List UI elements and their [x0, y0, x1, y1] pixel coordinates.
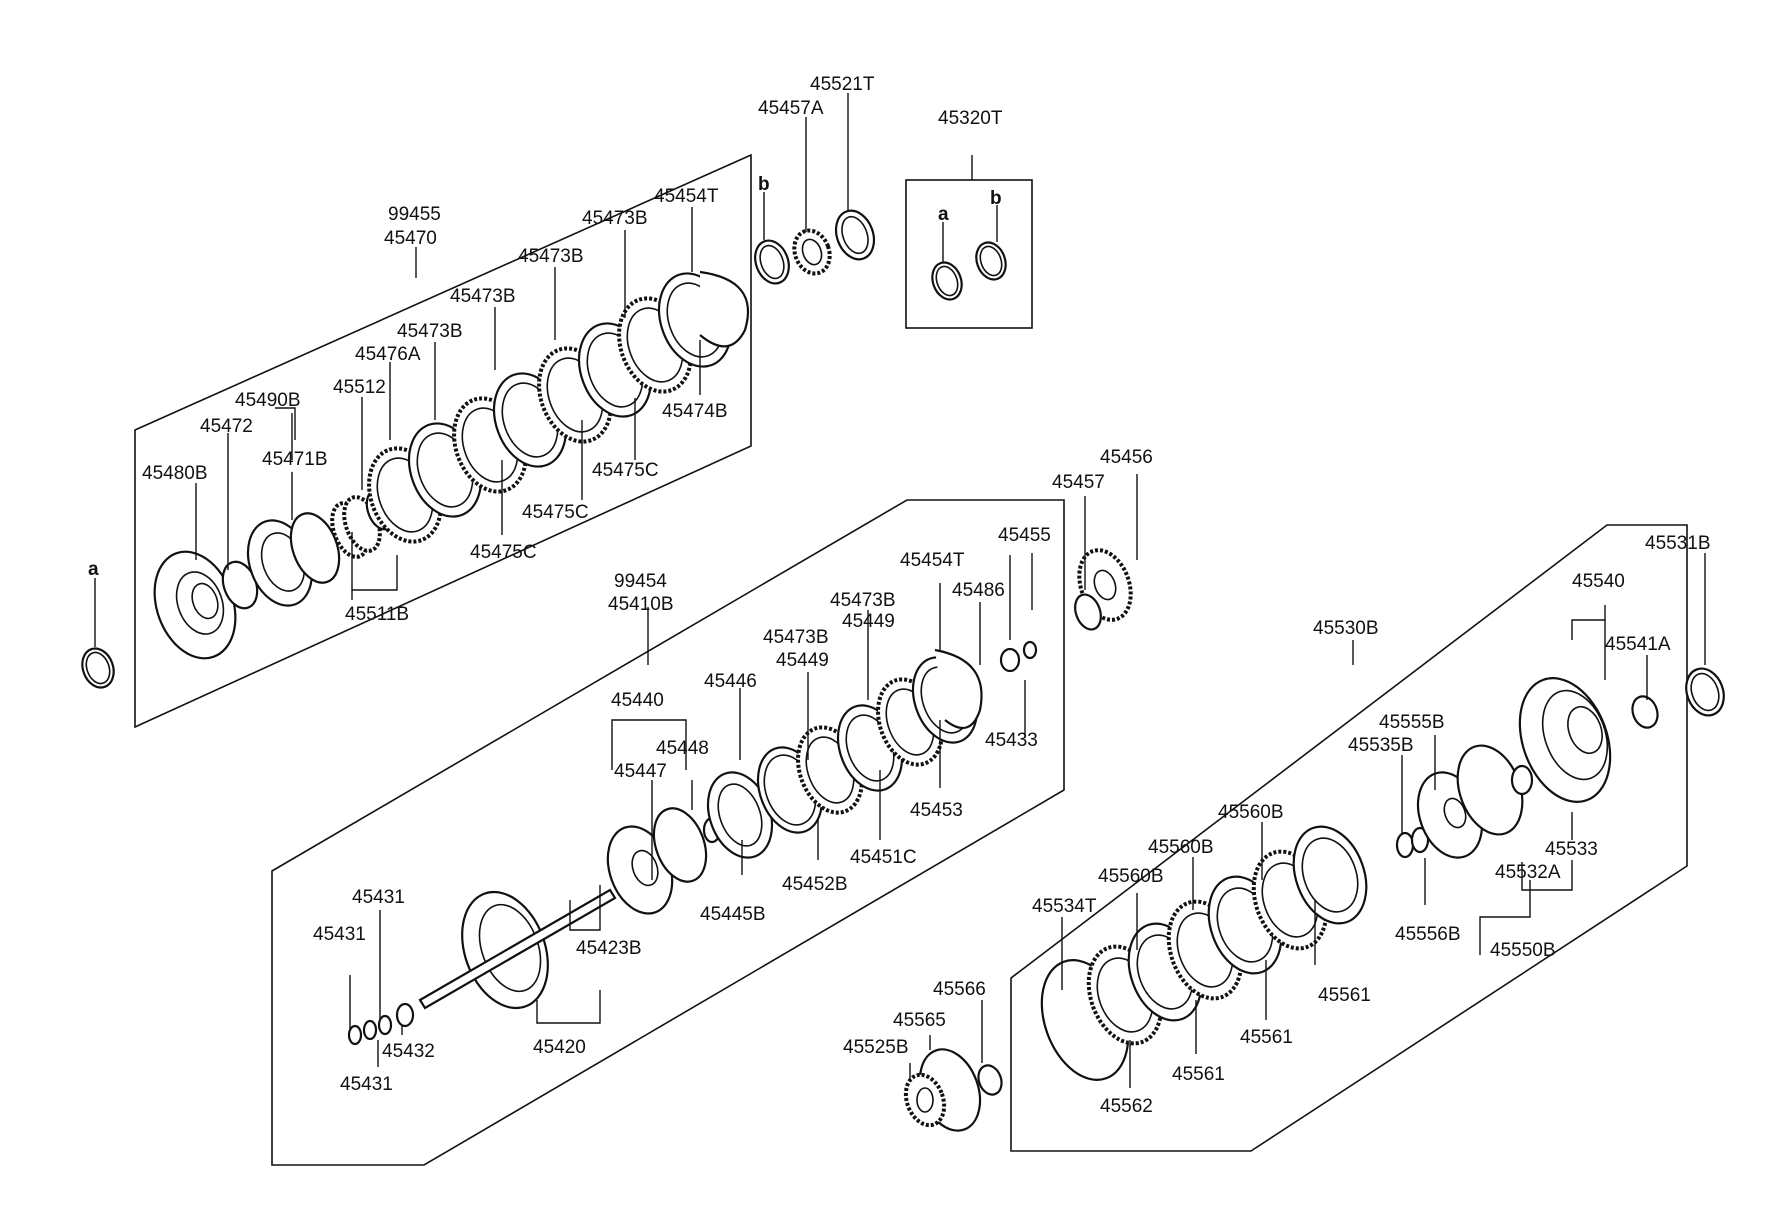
label-45533: 45533 [1545, 839, 1598, 860]
label-45432: 45432 [382, 1041, 435, 1062]
label-45431-1: 45431 [352, 887, 405, 908]
label-45448: 45448 [656, 738, 709, 759]
group-box-45530B [1010, 524, 1688, 1152]
label-99454: 99454 [614, 571, 667, 592]
label-45471B: 45471B [262, 449, 328, 470]
label-99455: 99455 [388, 204, 441, 225]
label-45530B: 45530B [1313, 618, 1379, 639]
label-b-kit: b [990, 188, 1002, 209]
label-45470: 45470 [384, 228, 437, 249]
label-45449-1: 45449 [842, 611, 895, 632]
label-45451C: 45451C [850, 847, 917, 868]
label-45473B-m1: 45473B [830, 590, 896, 611]
label-b-top: b [758, 174, 770, 195]
label-45320T: 45320T [938, 108, 1003, 129]
upper-clutch-parts [153, 270, 750, 660]
label-45449-2: 45449 [776, 650, 829, 671]
label-45457: 45457 [1052, 472, 1105, 493]
label-45486: 45486 [952, 580, 1005, 601]
label-45480B: 45480B [142, 463, 208, 484]
label-45555B: 45555B [1379, 712, 1445, 733]
label-45456: 45456 [1100, 447, 1153, 468]
label-45476A: 45476A [355, 344, 421, 365]
lower-clutch-parts [903, 667, 1725, 1132]
label-45541A: 45541A [1605, 634, 1671, 655]
label-45565: 45565 [893, 1010, 946, 1031]
label-45475C-3: 45475C [592, 460, 659, 481]
label-45534T: 45534T [1032, 896, 1097, 917]
label-45474B: 45474B [662, 401, 728, 422]
label-45446: 45446 [704, 671, 757, 692]
label-45452B: 45452B [782, 874, 848, 895]
label-45472: 45472 [200, 416, 253, 437]
label-45560B-2: 45560B [1148, 837, 1214, 858]
middle-clutch-parts [347, 548, 1133, 1046]
label-45561-2: 45561 [1240, 1027, 1293, 1048]
label-a-kit: a [938, 204, 949, 225]
label-45445B: 45445B [700, 904, 766, 925]
leader-lines [94, 93, 1706, 1088]
kit-box-45320T [905, 179, 1033, 329]
label-45420: 45420 [533, 1037, 586, 1058]
label-45440: 45440 [611, 690, 664, 711]
label-45473B-3: 45473B [450, 286, 516, 307]
label-45433: 45433 [985, 730, 1038, 751]
label-45473B-m2: 45473B [763, 627, 829, 648]
label-45561-1: 45561 [1318, 985, 1371, 1006]
label-45457A: 45457A [758, 98, 824, 119]
label-45447: 45447 [614, 761, 667, 782]
label-45562: 45562 [1100, 1096, 1153, 1117]
label-45511B: 45511B [345, 604, 409, 625]
label-45454T-mid: 45454T [900, 550, 965, 571]
label-45535B: 45535B [1348, 735, 1414, 756]
label-45475C-1: 45475C [470, 542, 537, 563]
label-45540: 45540 [1572, 571, 1625, 592]
label-45453: 45453 [910, 800, 963, 821]
group-box-45410B [271, 499, 1065, 1166]
label-45473B-2: 45473B [518, 246, 584, 267]
label-45521T: 45521T [810, 74, 875, 95]
label-45410B: 45410B [608, 594, 674, 615]
label-45423B: 45423B [576, 938, 642, 959]
label-45566: 45566 [933, 979, 986, 1000]
label-45431-3: 45431 [340, 1074, 393, 1095]
label-45431-2: 45431 [313, 924, 366, 945]
label-45525B: 45525B [843, 1037, 909, 1058]
group-box-45470 [134, 153, 752, 729]
label-45550B: 45550B [1490, 940, 1556, 961]
label-45556B: 45556B [1395, 924, 1461, 945]
top-rings [81, 209, 1007, 689]
label-45455: 45455 [998, 525, 1051, 546]
callout-labels: 45521T 45457A 45320T b a b 99455 45470 4… [88, 74, 1711, 1117]
label-45532A: 45532A [1495, 862, 1561, 883]
label-45473B-4: 45473B [397, 321, 463, 342]
label-45473B-1: 45473B [582, 208, 648, 229]
label-a-left: a [88, 559, 99, 580]
label-45561-3: 45561 [1172, 1064, 1225, 1085]
label-45475C-2: 45475C [522, 502, 589, 523]
label-45531B: 45531B [1645, 533, 1711, 554]
label-45560B-3: 45560B [1098, 866, 1164, 887]
label-45512: 45512 [333, 377, 386, 398]
label-45454T-top: 45454T [654, 186, 719, 207]
label-45560B-1: 45560B [1218, 802, 1284, 823]
label-45490B: 45490B [235, 390, 301, 411]
